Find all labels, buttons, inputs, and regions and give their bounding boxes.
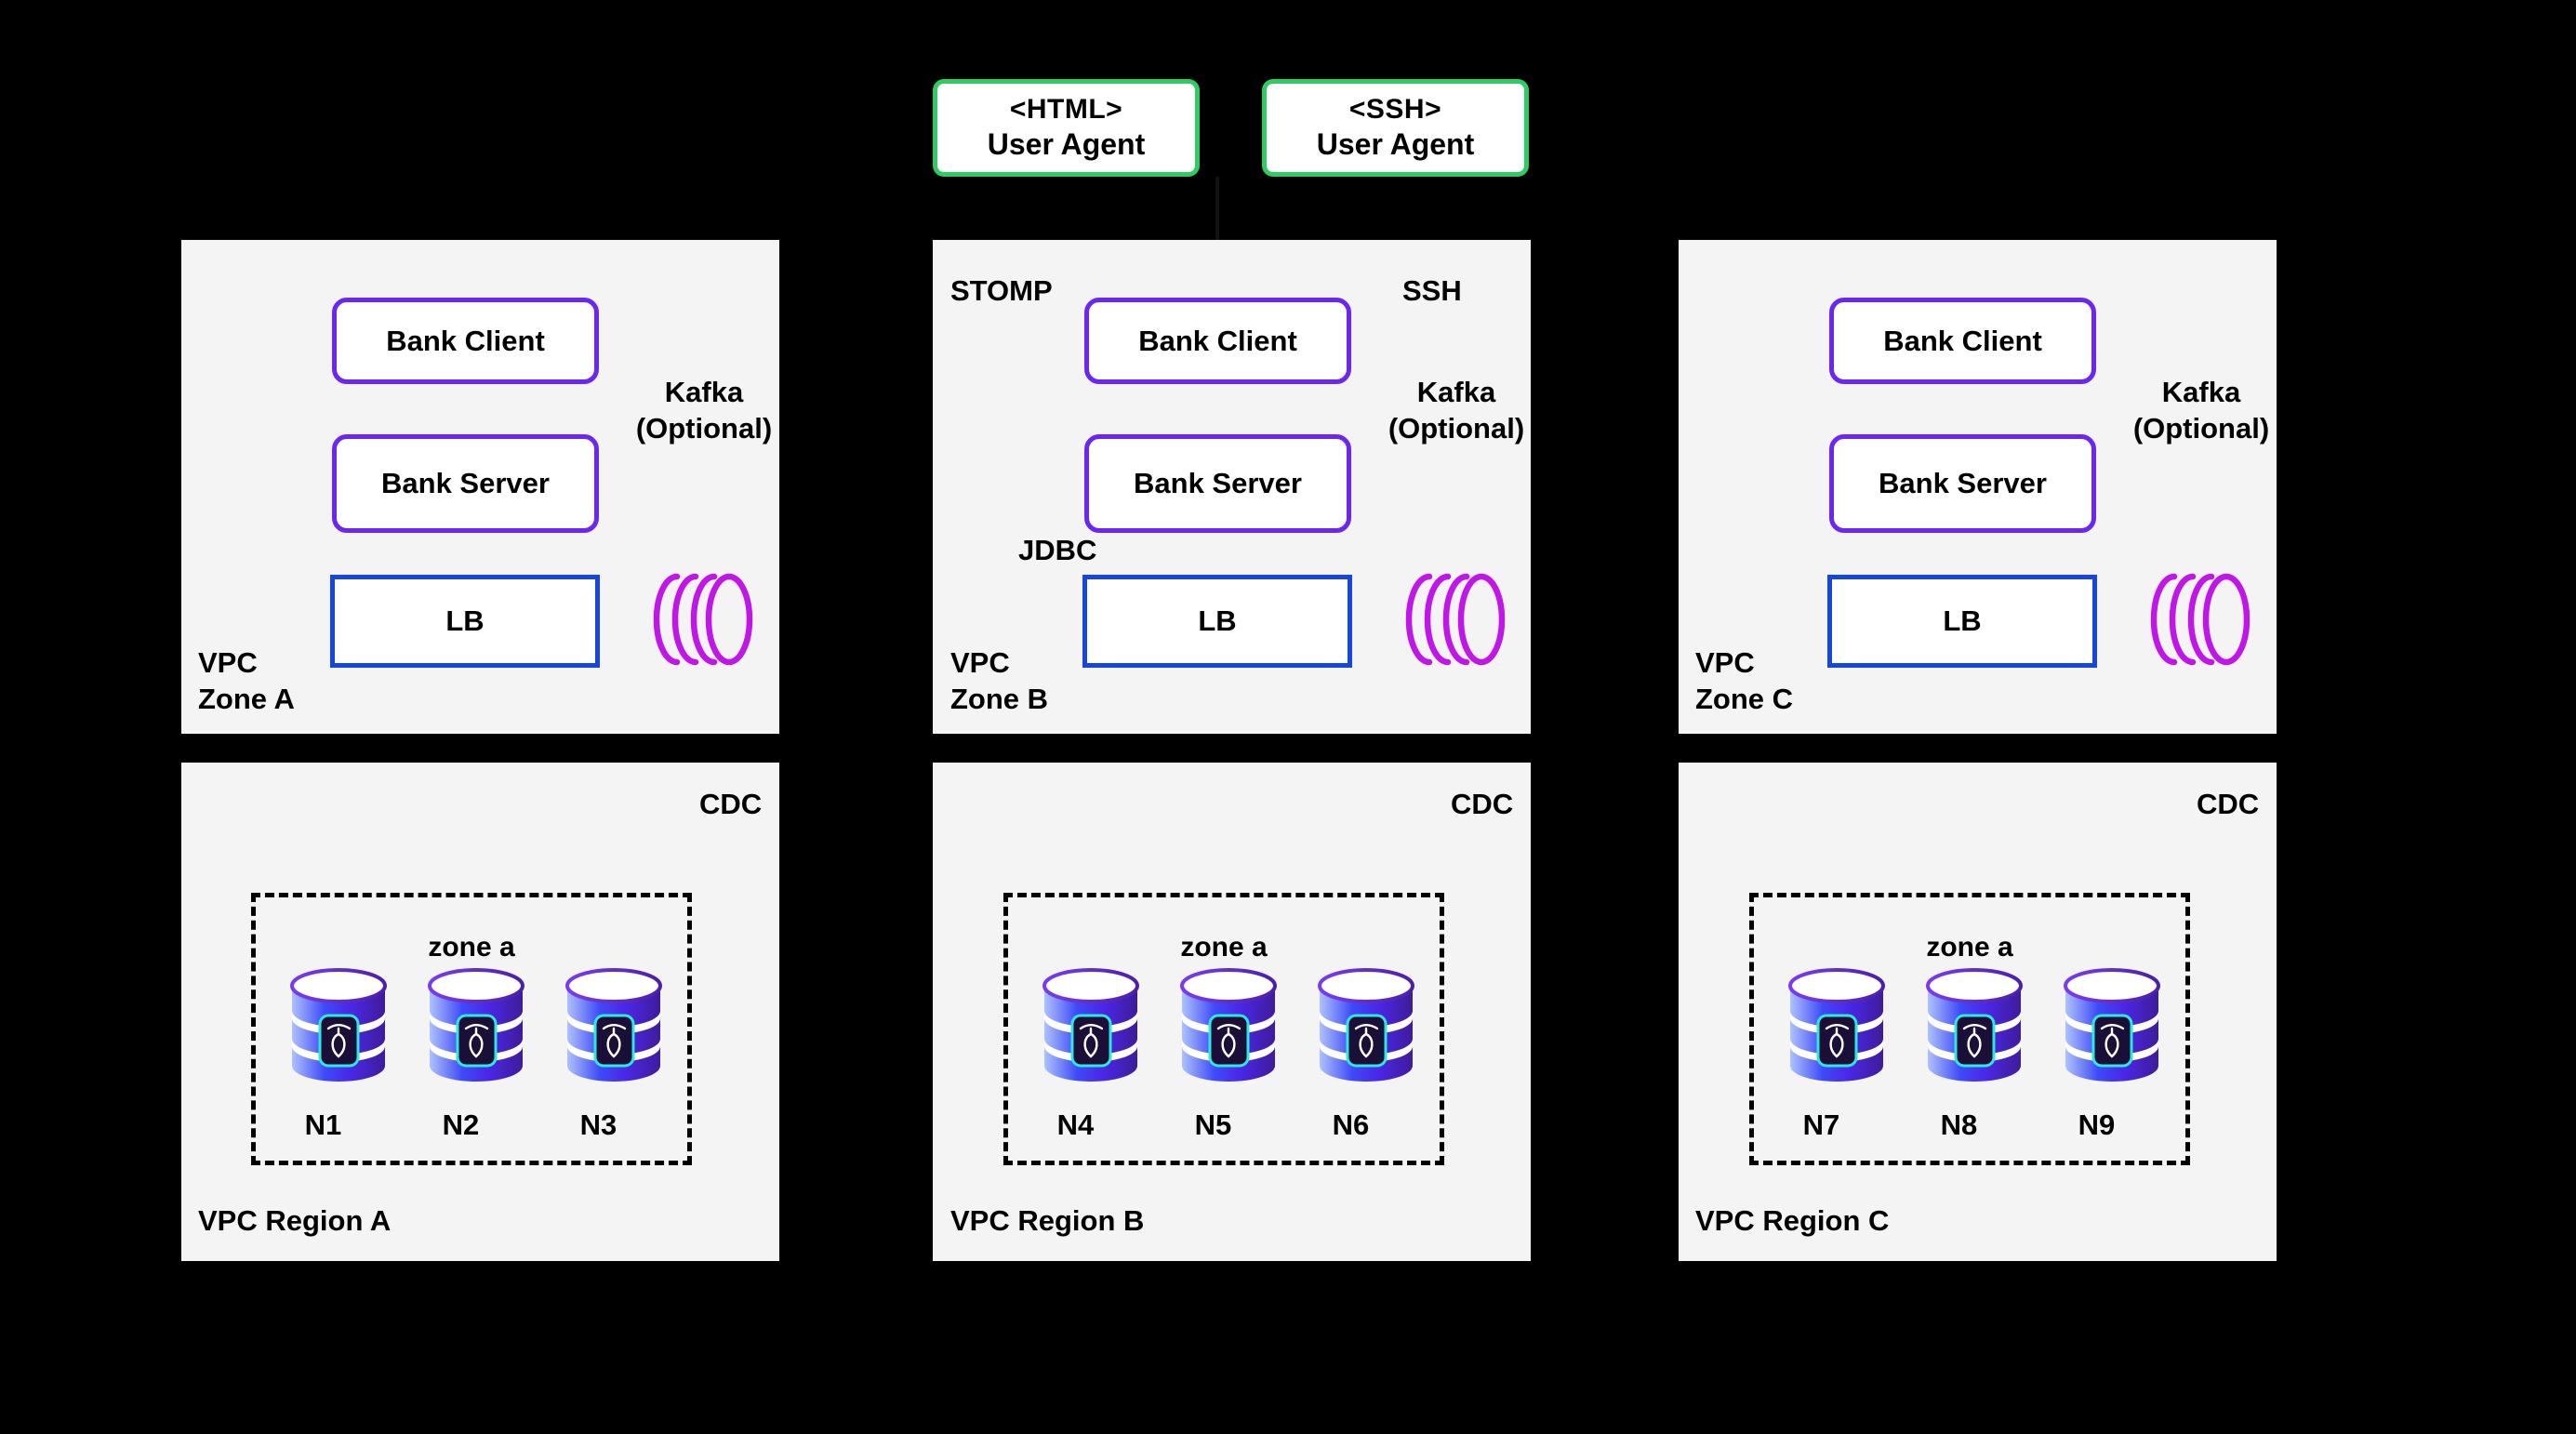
zone-b-stomp-label: STOMP xyxy=(950,274,1053,307)
zone-a-vpc-label: VPC Zone A xyxy=(198,646,295,716)
zone-a-bank-server[interactable]: Bank Server xyxy=(332,434,599,533)
region-c-label: VPC Region C xyxy=(1695,1204,1890,1237)
region-a-node-label: N3 xyxy=(579,1109,617,1141)
user-agent-name: User Agent xyxy=(987,127,1146,162)
region-b-node-label: N5 xyxy=(1194,1109,1232,1141)
zone-c-load-balancer[interactable]: LB xyxy=(1827,575,2097,668)
region-c-node-label: N7 xyxy=(1802,1109,1840,1141)
region-b-node-label: N6 xyxy=(1332,1109,1370,1141)
user-agent-html[interactable]: <HTML> User Agent xyxy=(933,79,1200,177)
region-b-label: VPC Region B xyxy=(950,1204,1145,1237)
region-b-cdc-label: CDC xyxy=(1451,788,1514,820)
region-a-node-label: N1 xyxy=(304,1109,342,1141)
database-node-n8[interactable] xyxy=(1922,967,2026,1095)
zone-a-kafka-label: Kafka (Optional) xyxy=(635,376,773,445)
zone-a-bank-client[interactable]: Bank Client xyxy=(332,298,599,384)
region-a-zone-label: zone a xyxy=(428,932,515,963)
database-node-n1[interactable] xyxy=(286,967,391,1095)
user-agent-ssh[interactable]: <SSH> User Agent xyxy=(1262,79,1529,177)
database-node-n4[interactable] xyxy=(1039,967,1143,1095)
user-agent-protocol: <HTML> xyxy=(1009,93,1123,125)
zone-a-kafka-icon xyxy=(653,573,753,666)
region-b-zone-label: zone a xyxy=(1180,932,1268,963)
region-c-zone-label: zone a xyxy=(1926,932,2013,963)
database-node-n5[interactable] xyxy=(1176,967,1281,1095)
zone-c-bank-client[interactable]: Bank Client xyxy=(1829,298,2096,384)
zone-b-lb-label: LB xyxy=(1198,604,1237,637)
database-node-n9[interactable] xyxy=(2060,967,2164,1095)
zone-b-vpc-label: VPC Zone B xyxy=(950,646,1049,716)
zone-b-jdbc-label: JDBC xyxy=(1018,534,1097,566)
region-a-zone-a-box xyxy=(251,893,692,1165)
database-node-n2[interactable] xyxy=(424,967,528,1095)
user-agent-name: User Agent xyxy=(1316,127,1475,162)
user-agent-protocol: <SSH> xyxy=(1348,93,1442,125)
zone-a-bank-client-label: Bank Client xyxy=(386,324,545,357)
database-node-n6[interactable] xyxy=(1314,967,1418,1095)
region-b-node-label: N4 xyxy=(1056,1109,1095,1141)
region-c-cdc-label: CDC xyxy=(2197,788,2260,820)
region-c-zone-a-box xyxy=(1749,893,2190,1165)
zone-c-bank-server[interactable]: Bank Server xyxy=(1829,434,2096,533)
zone-c-vpc-label: VPC Zone C xyxy=(1695,646,1794,716)
zone-b-bank-client[interactable]: Bank Client xyxy=(1084,298,1351,384)
database-node-n3[interactable] xyxy=(562,967,666,1095)
zone-a-bank-server-label: Bank Server xyxy=(381,467,550,499)
region-b-zone-a-box xyxy=(1003,893,1444,1165)
region-a-cdc-label: CDC xyxy=(699,788,763,820)
region-a-node-label: N2 xyxy=(442,1109,480,1141)
zone-c-kafka-icon xyxy=(2150,573,2251,666)
zone-b-ssh-label: SSH xyxy=(1402,274,1462,307)
zone-c-kafka-label: Kafka (Optional) xyxy=(2132,376,2270,445)
zone-c-lb-label: LB xyxy=(1943,604,1982,637)
zone-c-bank-client-label: Bank Client xyxy=(1883,324,2042,357)
zone-b-bank-client-label: Bank Client xyxy=(1138,324,1297,357)
region-c-node-label: N9 xyxy=(2078,1109,2116,1141)
zone-a-lb-label: LB xyxy=(445,604,485,637)
zone-a-load-balancer[interactable]: LB xyxy=(330,575,600,668)
zone-b-kafka-icon xyxy=(1405,573,1506,666)
zone-b-bank-server[interactable]: Bank Server xyxy=(1084,434,1351,533)
zone-b-bank-server-label: Bank Server xyxy=(1134,467,1302,499)
zone-b-kafka-label: Kafka (Optional) xyxy=(1388,376,1525,445)
database-node-n7[interactable] xyxy=(1785,967,1889,1095)
zone-b-load-balancer[interactable]: LB xyxy=(1082,575,1352,668)
region-a-label: VPC Region A xyxy=(198,1204,392,1237)
zone-c-bank-server-label: Bank Server xyxy=(1879,467,2047,499)
region-c-node-label: N8 xyxy=(1940,1109,1978,1141)
